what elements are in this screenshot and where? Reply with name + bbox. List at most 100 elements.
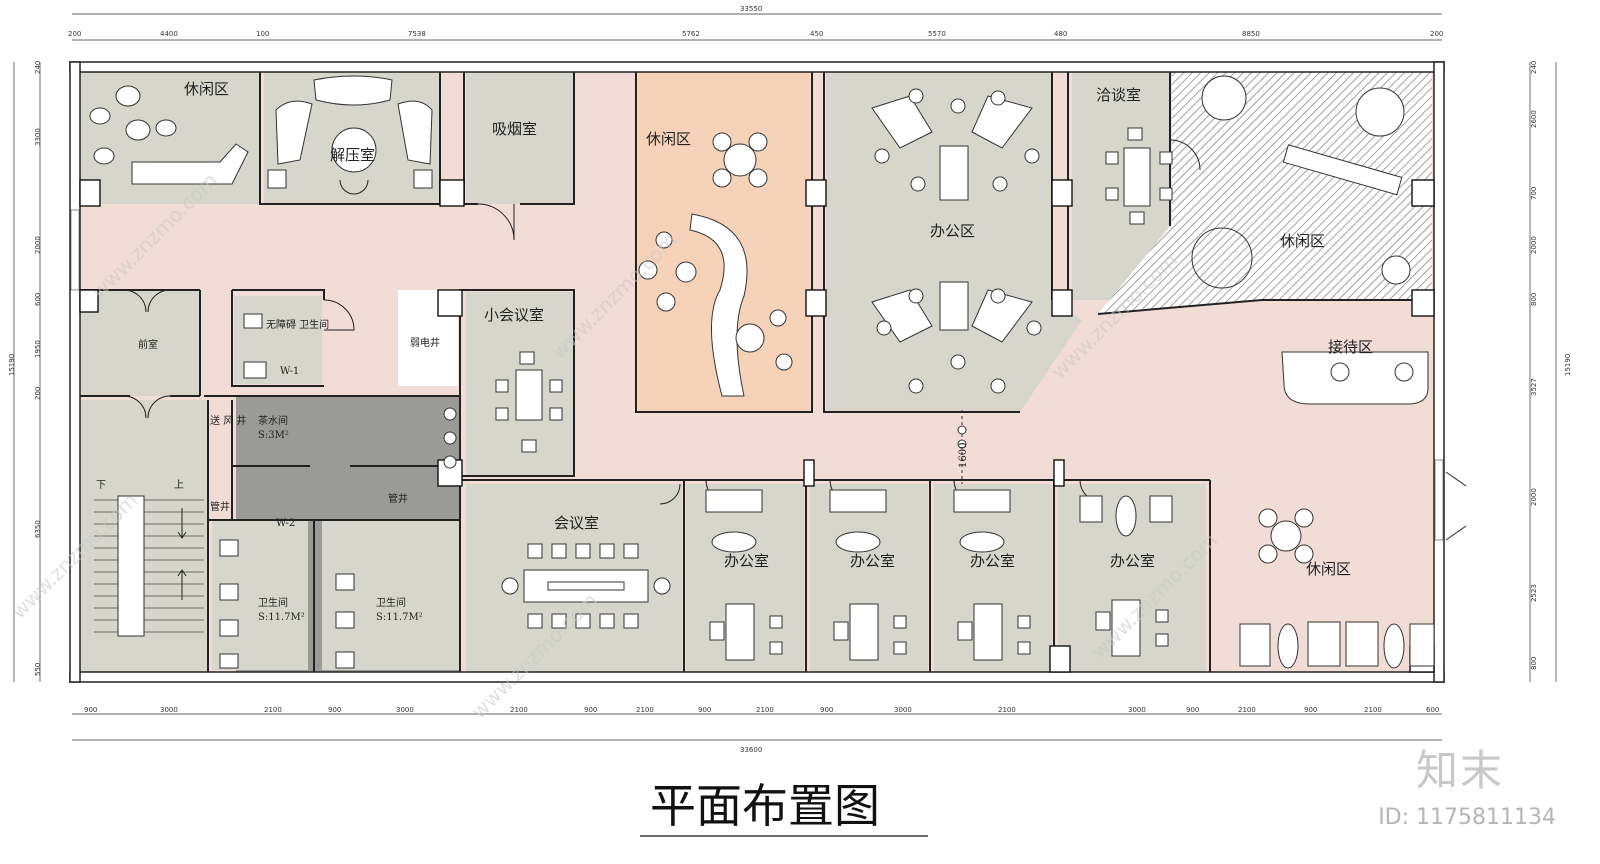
interior-walls <box>80 72 1432 672</box>
label-wc-1-area: S:11.7M² <box>258 612 305 623</box>
furniture <box>89 75 1435 669</box>
label-office-3: 办公室 <box>970 552 1015 570</box>
room-labels: 休闲区 解压室 吸烟室 休闲区 办公区 洽谈室 休闲区 接待区 前室 无障碍 卫… <box>96 80 1373 623</box>
dim-top-3: 7538 <box>408 30 426 38</box>
drawing-title: 平面布置图 <box>650 779 880 833</box>
watermark-image-id: ID: 1175811134 <box>1378 805 1556 830</box>
dim-left-3: 600 <box>34 293 42 306</box>
dim-bottom-10: 900 <box>820 706 833 714</box>
leisure-topright-room <box>1098 72 1432 314</box>
wc-2-room <box>322 520 460 670</box>
dim-top-1: 4400 <box>160 30 178 38</box>
label-leisure-topright: 休闲区 <box>1280 232 1325 250</box>
label-front-room: 前室 <box>138 338 158 351</box>
dim-left-5: 200 <box>34 387 42 400</box>
dim-right-segments: 240 2600 700 2000 800 3527 2000 2523 800 <box>1530 61 1538 670</box>
dim-top-4: 5762 <box>682 30 700 38</box>
dimension-lines <box>13 13 1557 741</box>
label-small-meeting: 小会议室 <box>484 306 544 324</box>
label-wc-2-area: S:11.7M² <box>376 612 423 623</box>
label-negotiation: 洽谈室 <box>1096 86 1141 104</box>
label-pantry-area: S:3M² <box>258 430 289 441</box>
label-accessible-wc-line1: 无障碍 卫生间 <box>266 318 329 331</box>
dim-left-1: 3300 <box>34 128 42 146</box>
label-office-2: 办公室 <box>850 552 895 570</box>
dim-bottom-18: 600 <box>1426 706 1439 714</box>
label-stair-up: 上 <box>174 479 184 491</box>
dim-bottom-5: 2100 <box>510 706 528 714</box>
dim-left-0: 240 <box>34 61 42 74</box>
label-corridor-width: 1600 <box>958 443 969 468</box>
dim-top-segments: 200 4400 100 7538 5762 450 5570 480 8850… <box>68 30 1443 38</box>
dim-bottom-13: 3000 <box>1128 706 1146 714</box>
dim-right-0: 240 <box>1530 61 1538 74</box>
dim-top-2: 100 <box>256 30 269 38</box>
dim-bottom-9: 2100 <box>756 706 774 714</box>
dim-bottom-4: 3000 <box>396 706 414 714</box>
dim-top-total: 33550 <box>740 5 762 13</box>
dim-top-0: 200 <box>68 30 81 38</box>
dim-left-6: 6350 <box>34 520 42 538</box>
label-decompression: 解压室 <box>330 146 375 164</box>
label-office-area: 办公区 <box>930 222 975 240</box>
dim-bottom-8: 900 <box>698 706 711 714</box>
dim-bottom-0: 900 <box>84 706 97 714</box>
dim-bottom-2: 2100 <box>264 706 282 714</box>
dim-bottom-12: 2100 <box>998 706 1016 714</box>
dim-top-8: 8850 <box>1242 30 1260 38</box>
dim-right-3: 2000 <box>1530 236 1538 254</box>
dim-right-6: 2000 <box>1530 488 1538 506</box>
dim-right-8: 800 <box>1530 657 1538 670</box>
label-w1: W-1 <box>280 366 299 377</box>
label-w2: W-2 <box>276 518 295 529</box>
front-room <box>80 290 200 396</box>
dim-right-7: 2523 <box>1530 584 1538 602</box>
dim-bottom-segments: 900 3000 2100 900 3000 2100 900 2100 900… <box>84 706 1439 714</box>
dim-bottom-17: 2100 <box>1364 706 1382 714</box>
label-air-shaft: 送 风 井 <box>210 414 246 427</box>
label-leisure-bottomright: 休闲区 <box>1306 560 1351 578</box>
label-office-4: 办公室 <box>1110 552 1155 570</box>
label-meeting: 会议室 <box>554 514 599 532</box>
dim-bottom-11: 3000 <box>894 706 912 714</box>
dim-right-5: 3527 <box>1530 378 1538 396</box>
dim-bottom-3: 900 <box>328 706 341 714</box>
dim-left-segments: 240 3300 2000 600 1950 200 6350 550 <box>34 61 42 676</box>
dim-left-4: 1950 <box>34 340 42 358</box>
dim-bottom-14: 900 <box>1186 706 1199 714</box>
label-office-1: 办公室 <box>724 552 769 570</box>
dim-bottom-6: 900 <box>584 706 597 714</box>
dim-right-4: 800 <box>1530 293 1538 306</box>
dim-right-1: 2600 <box>1530 110 1538 128</box>
dim-top-7: 480 <box>1054 30 1067 38</box>
label-smoking: 吸烟室 <box>492 120 537 138</box>
dim-top-5: 450 <box>810 30 823 38</box>
dim-right-total: 15190 <box>1564 354 1572 376</box>
label-wc-1: 卫生间 <box>258 596 288 609</box>
dim-bottom-7: 2100 <box>636 706 654 714</box>
dim-bottom-16: 900 <box>1304 706 1317 714</box>
exterior-walls <box>69 61 1445 683</box>
label-pantry: 茶水间 <box>258 414 288 427</box>
label-stair-down: 下 <box>96 480 106 491</box>
label-leisure-topleft: 休闲区 <box>184 80 229 98</box>
dim-bottom-15: 2100 <box>1238 706 1256 714</box>
dim-bottom-total: 33600 <box>740 746 762 754</box>
pantry-room <box>236 396 460 466</box>
negotiation-room <box>1072 72 1170 300</box>
dim-left-2: 2000 <box>34 236 42 254</box>
dim-top-9: 200 <box>1430 30 1443 38</box>
smoking-room <box>466 72 574 204</box>
label-pipe-well-2: 管井 <box>388 492 408 505</box>
label-accessible-wc: 无障碍 卫生间 <box>266 318 329 331</box>
label-wc-2: 卫生间 <box>376 596 406 609</box>
dim-bottom-1: 3000 <box>160 706 178 714</box>
dim-top-6: 5570 <box>928 30 946 38</box>
dim-left-7: 550 <box>34 663 42 676</box>
label-weak-current: 弱电井 <box>410 336 440 349</box>
label-leisure-center: 休闲区 <box>646 130 691 148</box>
dim-left-total: 15190 <box>8 354 16 376</box>
label-reception: 接待区 <box>1328 338 1373 356</box>
label-pipe-well-1: 管井 <box>210 500 230 513</box>
